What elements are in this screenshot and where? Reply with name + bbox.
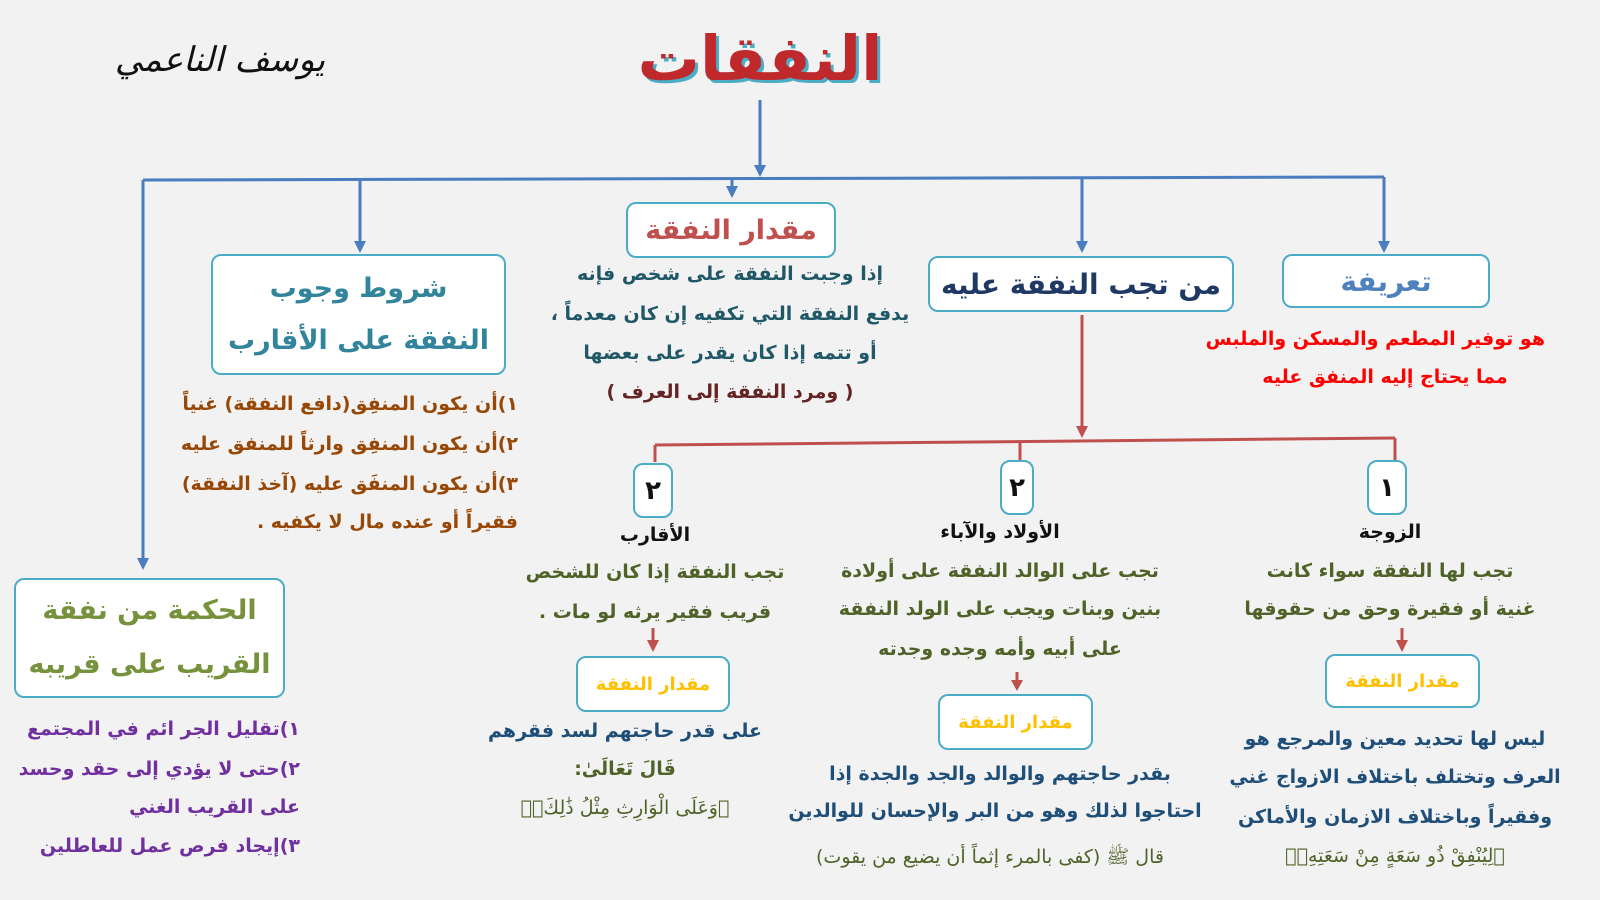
relatives-amount-label: مقدار النفقة bbox=[595, 673, 711, 695]
condition-item: ٣)أن يكون المنفَق عليه (آخذ النفقة) bbox=[181, 473, 518, 495]
children-number: ٢ bbox=[1009, 472, 1025, 503]
conditions-heading-box: شروط وجوب النفقة على الأقارب bbox=[211, 254, 506, 375]
wisdom-item: ٢)حتى لا يؤدي إلى حقد وحسد bbox=[18, 758, 300, 780]
definition-heading: تعريفة bbox=[1340, 264, 1432, 298]
conditions-heading-line: النفقة على الأقارب bbox=[227, 324, 490, 356]
condition-item: ٢)أن يكون المنفِق وارثاً للمنفق عليه bbox=[180, 433, 518, 455]
children-label: الأولاد والآباء bbox=[940, 521, 1060, 543]
wisdom-item: ١)تقليل الجر ائم في المجتمع bbox=[27, 718, 300, 740]
relatives-amount-line: على قدر حاجتهم لسد فقرهم bbox=[488, 720, 762, 742]
relatives-number-box: ٢ bbox=[633, 463, 673, 518]
wife-amount-line: وفقيراً وباختلاف الازمان والأماكن bbox=[1237, 806, 1553, 828]
amount-line: يدفع النفقة التي تكفيه إن كان معدماً ، bbox=[550, 303, 910, 325]
relatives-verse-intro: قَالَ تَعَالَىٰ: bbox=[574, 758, 676, 780]
amount-line: أو تتمه إذا كان يقدر على بعضها bbox=[583, 342, 877, 364]
wife-amount-label: مقدار النفقة bbox=[1345, 670, 1460, 692]
children-line: على أبيه وأمه وجده وجدته bbox=[878, 638, 1122, 660]
children-hadith: قال ﷺ (كفى بالمرء إثماً أن يضيع من يقوت) bbox=[816, 846, 1164, 868]
wife-amount-line: ليس لها تحديد معين والمرجع هو bbox=[1244, 728, 1546, 750]
relatives-amount-box: مقدار النفقة bbox=[576, 656, 730, 712]
amount-heading: مقدار النفقة bbox=[645, 214, 817, 246]
wisdom-item: ٣)إيجاد فرص عمل للعاطلين bbox=[39, 835, 300, 857]
relatives-line: تجب النفقة إذا كان للشخص bbox=[525, 561, 785, 583]
children-amount-line: احتاجوا لذلك وهو من البر والإحسان للوالد… bbox=[788, 800, 1202, 822]
definition-line: مما يحتاج إليه المنفق عليه bbox=[1262, 366, 1508, 388]
children-line: تجب على الوالد النفقة على أولادة bbox=[841, 560, 1159, 582]
wife-number: ١ bbox=[1379, 472, 1395, 503]
wife-line: غنية أو فقيرة وحق من حقوقها bbox=[1244, 598, 1536, 620]
amount-line: إذا وجبت النفقة على شخص فإنه bbox=[577, 263, 883, 285]
page-title: النفقات bbox=[637, 22, 883, 95]
condition-item: ١)أن يكون المنفِق(دافع النفقة) غنياً bbox=[182, 393, 518, 415]
definition-heading-box: تعريفة bbox=[1282, 254, 1490, 308]
who-pays-heading: من تجب النفقة عليه bbox=[941, 267, 1221, 301]
signature: يوسف الناعمي bbox=[114, 40, 326, 80]
children-amount-box: مقدار النفقة bbox=[938, 694, 1093, 750]
children-line: بنين وبنات ويجب على الولد النفقة bbox=[838, 598, 1162, 620]
relatives-line: قريب فقير يرثه لو مات . bbox=[538, 601, 772, 623]
amount-note: ( ومرد النفقة إلى العرف ) bbox=[606, 381, 854, 403]
definition-line: هو توفير المطعم والمسكن والملبس bbox=[1205, 328, 1545, 350]
wife-line: تجب لها النفقة سواء كانت bbox=[1266, 560, 1514, 582]
who-pays-heading-box: من تجب النفقة عليه bbox=[928, 256, 1234, 312]
wisdom-item: على القريب الغني bbox=[129, 796, 300, 818]
wisdom-heading-line: القريب على قريبه bbox=[28, 649, 271, 680]
relatives-number: ٢ bbox=[645, 475, 661, 506]
wife-amount-box: مقدار النفقة bbox=[1325, 654, 1480, 708]
children-amount-label: مقدار النفقة bbox=[958, 711, 1073, 733]
condition-item: فقيراً أو عنده مال لا يكفيه . bbox=[256, 511, 518, 533]
wife-amount-line: العرف وتختلف باختلاف الازواج غني bbox=[1229, 766, 1561, 788]
wisdom-heading-box: الحكمة من نفقة القريب على قريبه bbox=[14, 578, 285, 698]
children-number-box: ٢ bbox=[1000, 460, 1034, 515]
wife-number-box: ١ bbox=[1367, 460, 1407, 515]
relatives-label: الأقارب bbox=[619, 524, 691, 546]
children-amount-line: بقدر حاجتهم والوالد والجد والجدة إذا bbox=[829, 763, 1171, 785]
wife-verse: ﴿لِيُنْفِقْ ذُو سَعَةٍ مِنْ سَعَتِهِۖ﴾ bbox=[1285, 845, 1505, 867]
wife-label: الزوجة bbox=[1358, 521, 1422, 543]
relatives-verse: ﴿وَعَلَى الْوَارِثِ مِثْلُ ذَٰلِكَۗ﴾ bbox=[520, 797, 730, 819]
amount-heading-box: مقدار النفقة bbox=[626, 202, 836, 258]
conditions-heading-line: شروط وجوب bbox=[269, 272, 448, 304]
wisdom-heading-line: الحكمة من نفقة bbox=[42, 595, 257, 626]
